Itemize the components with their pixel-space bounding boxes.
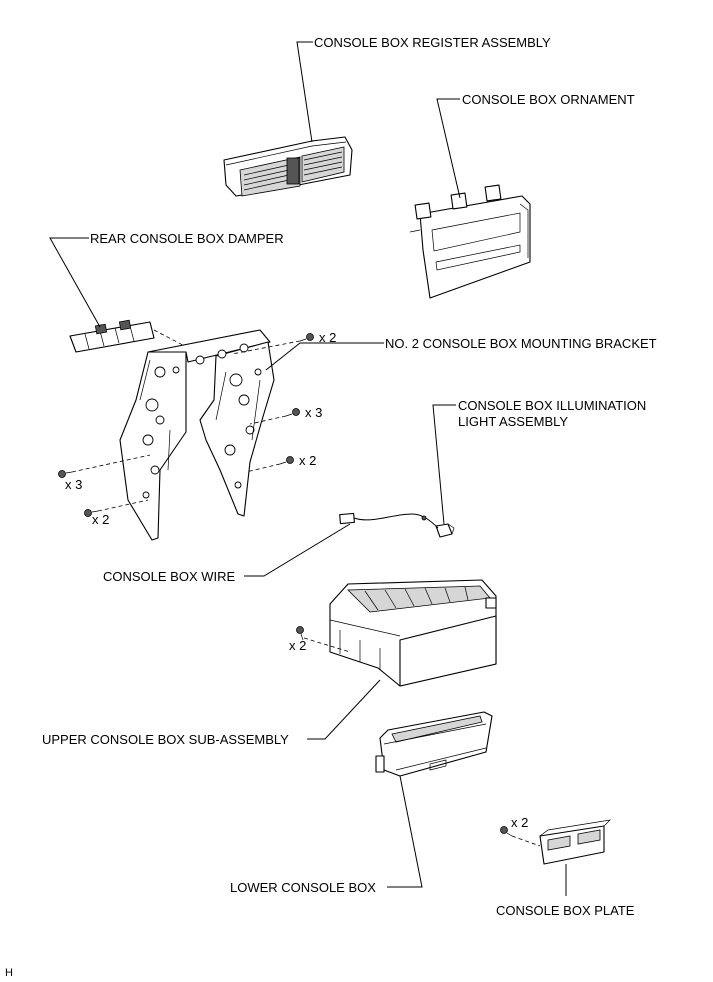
rear-damper-part [69, 319, 155, 353]
register-assembly-part [223, 136, 353, 197]
screw-icon [285, 408, 300, 417]
upper-console-box-part [329, 579, 497, 687]
corner-mark: H [5, 967, 13, 979]
label-console-wire: CONSOLE BOX WIRE [103, 569, 236, 584]
label-register-assembly: CONSOLE BOX REGISTER ASSEMBLY [314, 35, 551, 50]
qty-bracket-mid: x 3 [305, 405, 322, 420]
screw-icon [299, 333, 314, 342]
screw-icon [58, 470, 73, 478]
screw-icon [279, 456, 294, 465]
qty-bracket-top: x 2 [319, 330, 336, 345]
console-plate-part [539, 819, 612, 865]
label-illumination-line1: CONSOLE BOX ILLUMINATION [458, 398, 646, 413]
ornament-part [409, 184, 531, 299]
qty-bracket-right: x 2 [299, 453, 316, 468]
qty-bracket-bottom: x 2 [92, 512, 109, 527]
screw-icon [84, 509, 99, 517]
screw-icon [296, 626, 304, 641]
screw-icon [500, 826, 513, 837]
mounting-bracket-part [119, 329, 275, 541]
console-wire-part [339, 512, 439, 529]
label-upper-console-box: UPPER CONSOLE BOX SUB-ASSEMBLY [42, 732, 289, 747]
lower-console-box-part [375, 711, 493, 777]
label-lower-console-box: LOWER CONSOLE BOX [230, 880, 376, 895]
label-console-plate: CONSOLE BOX PLATE [496, 903, 635, 918]
qty-plate: x 2 [511, 815, 528, 830]
label-rear-damper: REAR CONSOLE BOX DAMPER [90, 231, 284, 246]
illumination-light-part [435, 523, 455, 538]
label-mounting-bracket: NO. 2 CONSOLE BOX MOUNTING BRACKET [385, 336, 657, 351]
label-illumination-line2: LIGHT ASSEMBLY [458, 414, 568, 429]
label-ornament: CONSOLE BOX ORNAMENT [462, 92, 635, 107]
qty-upper-box: x 2 [289, 638, 306, 653]
qty-bracket-left: x 3 [65, 477, 82, 492]
